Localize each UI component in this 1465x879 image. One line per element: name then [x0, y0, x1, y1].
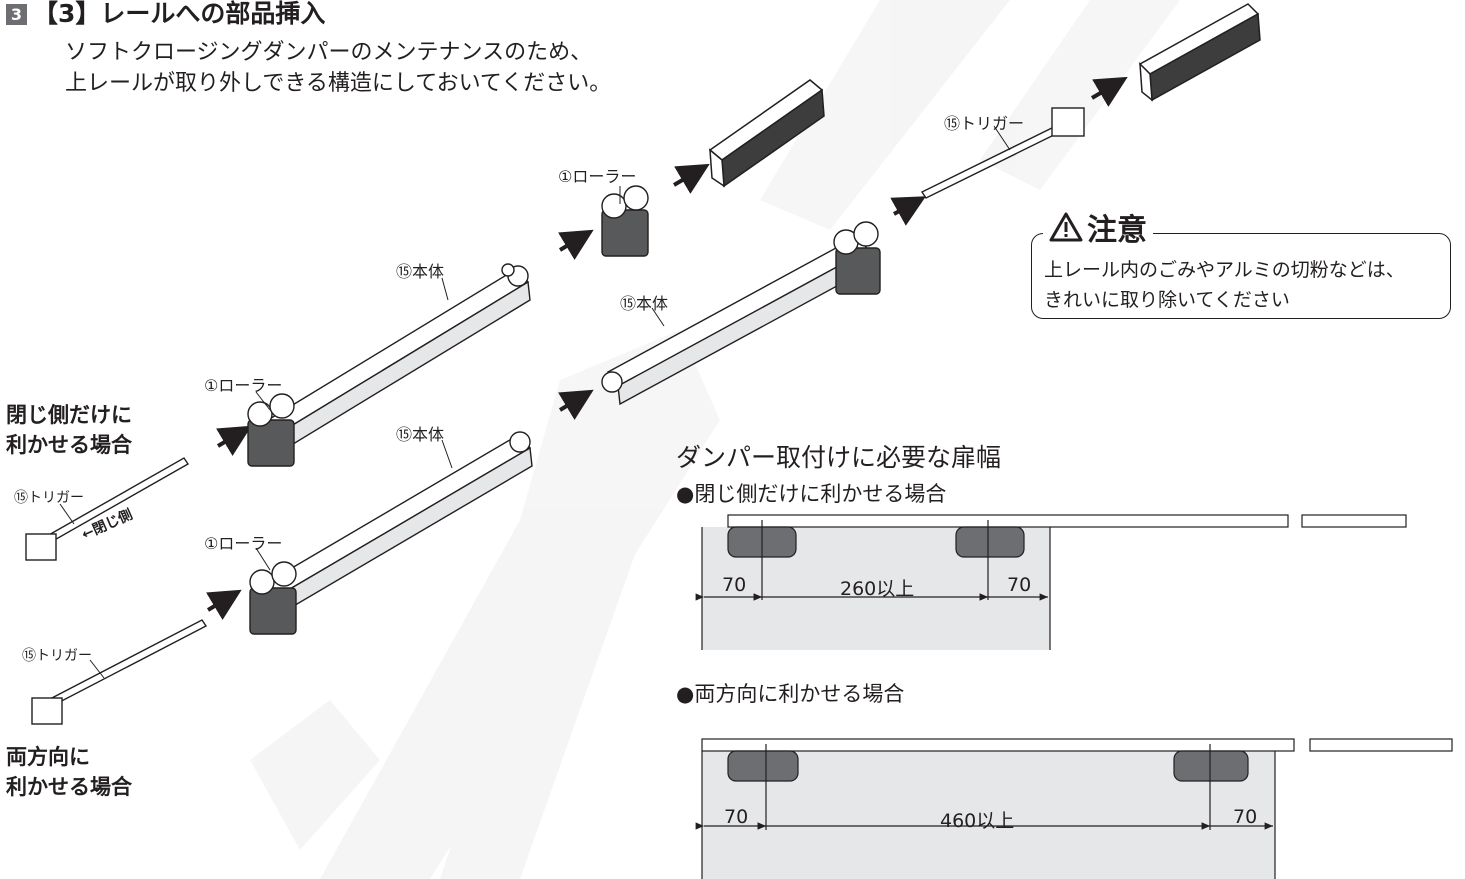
upper-rail-1	[708, 79, 825, 188]
caution-text: 上レール内のごみやアルミの切粉などは、 きれいに取り除いてください	[1044, 255, 1405, 315]
label-trigger-both: ⑮トリガー	[22, 648, 92, 664]
case-close-only-line-2: 利かせる場合	[6, 433, 132, 457]
label-roller-1: ①ローラー	[558, 167, 637, 186]
label-trigger-top: ⑮トリガー	[944, 114, 1025, 133]
door-width-close-only: ●閉じ側だけに利かせる場合	[676, 482, 947, 506]
caution-line-1: 上レール内のごみやアルミの切粉などは、	[1044, 259, 1405, 281]
step-badge: 3	[6, 4, 27, 25]
diagram-close-only	[695, 514, 1407, 650]
door-width-heading: ダンパー取付けに必要な扉幅	[676, 443, 1002, 472]
label-body-3: ⑮本体	[396, 425, 445, 444]
dim-close-left: 70	[722, 574, 747, 596]
roller-parts	[247, 185, 881, 635]
case-both-line-2: 利かせる場合	[6, 775, 132, 799]
upper-rail-2	[1138, 3, 1261, 102]
roller-4	[833, 221, 881, 295]
section-title-text: 【3】レールへの部品挿入	[33, 0, 326, 28]
dim-close-right: 70	[1007, 574, 1032, 596]
damper-body-1	[266, 263, 531, 454]
case-both: 両方向に 利かせる場合	[6, 742, 132, 802]
trigger-close	[25, 457, 189, 561]
roller-3	[249, 561, 297, 635]
label-body-2: ⑮本体	[620, 294, 669, 313]
dim-both-middle: 460以上	[940, 810, 1015, 832]
roller-1	[601, 185, 649, 257]
caution-title-text: 注意	[1087, 213, 1147, 248]
trigger-parts	[25, 107, 1085, 725]
label-body-1: ⑮本体	[396, 262, 445, 281]
caution-title: 注意	[1043, 205, 1153, 249]
trigger-top	[920, 107, 1085, 199]
label-roller-3: ①ローラー	[204, 534, 283, 553]
case-close-only: 閉じ側だけに 利かせる場合	[6, 400, 132, 460]
label-roller-2: ①ローラー	[204, 376, 283, 395]
dim-both-left: 70	[724, 806, 749, 828]
warning-triangle-icon	[1049, 212, 1083, 242]
dim-close-middle: 260以上	[840, 578, 915, 600]
caution-box	[1031, 233, 1451, 319]
intro-text: ソフトクロージングダンパーのメンテナンスのため、 上レールが取り外しできる構造に…	[65, 37, 611, 99]
dim-both-right: 70	[1233, 806, 1258, 828]
intro-line-2: 上レールが取り外しできる構造にしておいてください。	[65, 71, 612, 96]
leader-lines	[59, 125, 1011, 679]
caution-line-2: きれいに取り除いてください	[1044, 289, 1290, 311]
diagram-both	[695, 738, 1453, 879]
section-title: 3 【3】レールへの部品挿入	[6, 0, 325, 30]
roller-2	[247, 393, 295, 467]
label-trigger-close: ⑮トリガー	[14, 490, 84, 506]
intro-line-1: ソフトクロージングダンパーのメンテナンスのため、	[65, 40, 593, 65]
trigger-both	[31, 619, 208, 725]
door-width-both: ●両方向に利かせる場合	[676, 682, 905, 706]
case-close-only-line-1: 閉じ側だけに	[6, 403, 132, 427]
case-both-line-1: 両方向に	[6, 745, 90, 769]
insert-arrows	[206, 76, 1128, 620]
